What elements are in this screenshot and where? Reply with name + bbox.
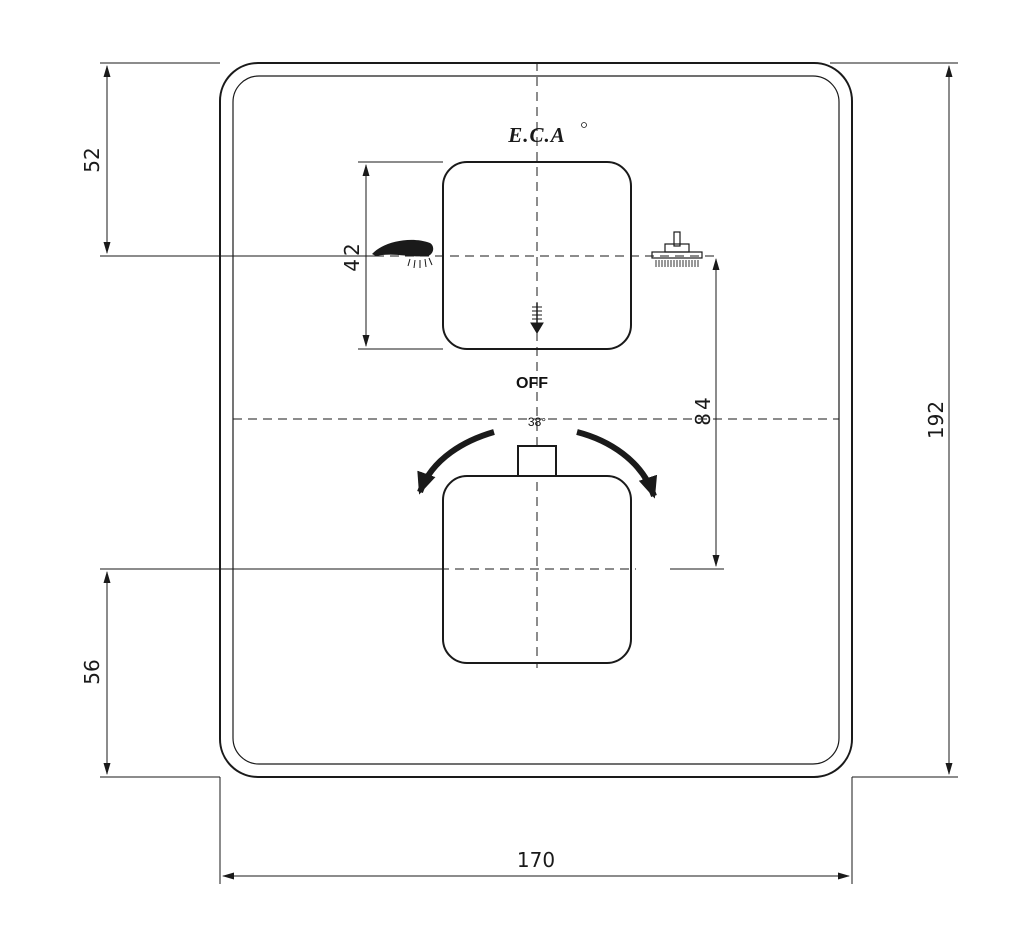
pointer-icon [530,303,544,334]
faceplate-outer [219,62,853,778]
dimension-total-width [219,777,853,884]
faceplate [219,62,853,778]
off-label: OFF [516,375,548,392]
dimension-total-height-label: 192 [924,401,948,439]
dimension-bottom-offset [100,568,440,778]
thermostat-knob[interactable] [442,445,632,664]
dimension-total-width-label: 170 [517,848,555,872]
dimension-diverter-height [358,161,443,350]
brand-logo-text: E.C.A [507,123,566,147]
rotate-left-arrow-icon [417,429,495,495]
thermostat-knob-outline [442,475,632,664]
dimension-top-offset-label: 52 [80,147,104,172]
rotate-right-arrow-icon [576,429,658,499]
brand-logo: E.C.A [507,122,587,147]
overhead-shower-icon [651,231,703,267]
dimension-total-height [830,62,958,778]
dimension-diverter-height-label: 42 [340,240,364,271]
dimension-knob-spacing-label: 84 [691,394,715,425]
hand-shower-icon [372,239,434,269]
diverter-knob[interactable] [442,161,632,350]
faceplate-inner [232,75,840,765]
dimension-top-offset [100,62,375,257]
dimension-knob-spacing [670,258,724,570]
center-lines [233,62,839,668]
diverter-knob-outline [442,161,632,350]
dimension-bottom-offset-label: 56 [80,659,104,684]
registered-mark-icon [581,122,587,128]
thermostat-stem [517,445,557,477]
angle-label: 38° [528,415,546,429]
